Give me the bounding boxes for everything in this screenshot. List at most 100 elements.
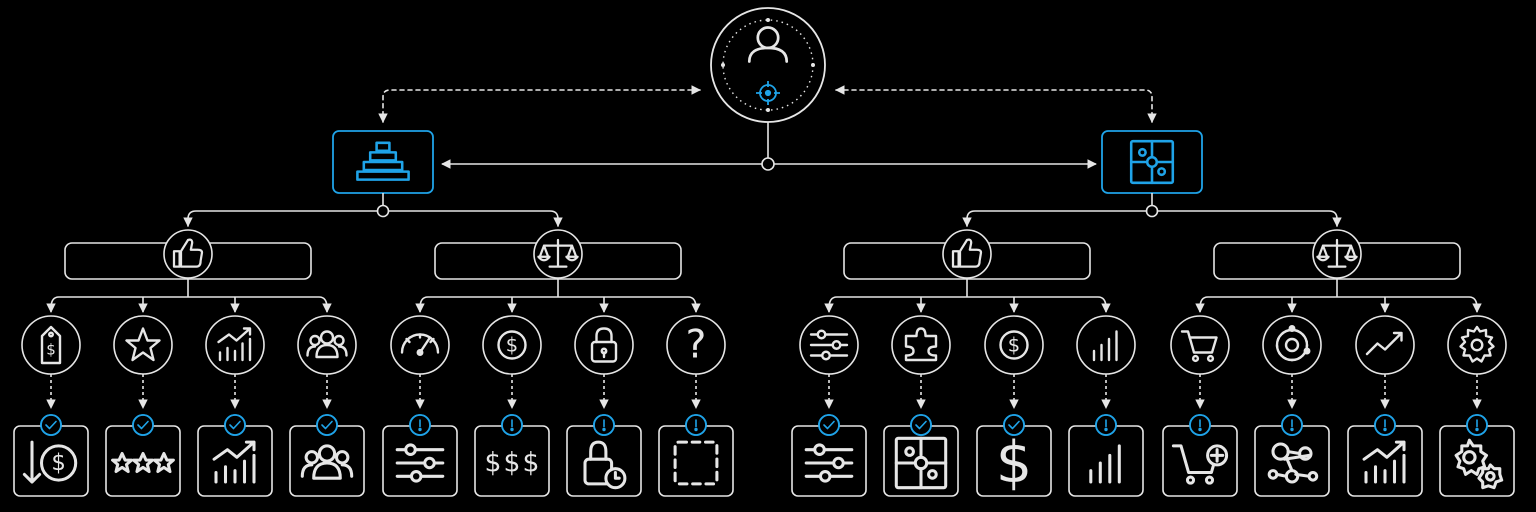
result-card[interactable] — [658, 425, 734, 497]
dollar-coin-icon: $ — [999, 330, 1029, 360]
people-group-icon — [300, 444, 354, 480]
padlock-clock-icon — [583, 440, 627, 490]
check-icon — [1008, 420, 1020, 430]
people-group-icon — [306, 330, 348, 359]
result-card[interactable] — [382, 425, 458, 497]
item-icon-circle[interactable] — [574, 315, 634, 375]
item-right-1-4 — [1076, 315, 1136, 375]
group-right-1 — [843, 229, 1091, 280]
item-right-2-3 — [1355, 315, 1415, 375]
svg-text:$: $ — [523, 448, 540, 479]
item-right-2-4 — [1447, 315, 1507, 375]
svg-text:$: $ — [46, 341, 56, 359]
status-badge-ring — [1003, 414, 1025, 436]
shopping-cart-icon — [1180, 330, 1218, 363]
growth-chart-icon — [212, 440, 256, 484]
bar-chart-icon — [1089, 444, 1121, 484]
root-node — [710, 7, 826, 123]
item-icon-circle[interactable] — [1355, 315, 1415, 375]
result-card[interactable] — [197, 425, 273, 497]
group-left-1 — [64, 229, 312, 280]
alert-icon — [1198, 419, 1202, 432]
alert-icon — [1475, 419, 1479, 432]
check-icon — [229, 420, 241, 430]
status-badge-ring — [818, 414, 840, 436]
balance-scale-icon — [1316, 238, 1358, 268]
growth-chart-icon — [217, 327, 252, 362]
svg-text:$: $ — [504, 448, 521, 479]
item-icon-circle[interactable] — [113, 315, 173, 375]
result-card[interactable] — [566, 425, 642, 497]
item-icon-circle[interactable] — [1447, 315, 1507, 375]
root-junction — [761, 157, 775, 171]
status-badge-ring — [132, 414, 154, 436]
question-mark-icon: ? — [686, 323, 707, 368]
alert-icon — [1383, 419, 1387, 432]
result-card[interactable] — [1254, 425, 1330, 497]
item-icon-circle[interactable] — [205, 315, 265, 375]
svg-text:$: $ — [996, 430, 1032, 496]
item-icon-circle[interactable] — [1076, 315, 1136, 375]
item-left-1-3 — [205, 315, 265, 375]
three-dollars-icon: $$$ — [485, 448, 540, 479]
price-tag-icon: $ — [40, 325, 62, 365]
orbit-dots-icon — [1275, 325, 1311, 362]
status-badge-ring — [910, 414, 932, 436]
dollar-coin-icon: $ — [497, 330, 527, 360]
thumbs-up-icon — [951, 238, 983, 268]
target-icon — [756, 81, 780, 105]
network-nodes-icon — [1267, 442, 1319, 484]
svg-text:$: $ — [485, 448, 502, 479]
item-icon-circle[interactable] — [390, 315, 450, 375]
sliders-icon — [804, 443, 854, 483]
gears-icon — [1454, 438, 1504, 490]
user-target-icon — [747, 26, 789, 63]
result-card[interactable] — [791, 425, 867, 497]
check-icon — [915, 420, 927, 430]
svg-text:$: $ — [506, 334, 518, 357]
dashed-square-icon — [673, 440, 719, 486]
result-card[interactable] — [1068, 425, 1144, 497]
sliders-icon — [395, 443, 445, 483]
item-icon-circle[interactable] — [1170, 315, 1230, 375]
check-icon — [321, 420, 333, 430]
cart-plus-icon — [1171, 444, 1229, 485]
three-stars-icon — [111, 451, 175, 474]
puzzle-grid-icon — [1129, 139, 1175, 185]
status-badge-ring — [224, 414, 246, 436]
alert-icon — [1290, 419, 1294, 432]
down-arrow-dollar-icon: $ — [22, 440, 78, 484]
item-icon-circle[interactable] — [891, 315, 951, 375]
check-icon — [823, 420, 835, 430]
result-card[interactable] — [1347, 425, 1423, 497]
group-icon-circle — [942, 229, 992, 279]
item-right-2-1 — [1170, 315, 1230, 375]
result-card[interactable] — [1439, 425, 1515, 497]
bar-chart-icon — [1092, 330, 1118, 362]
svg-text:$: $ — [51, 450, 66, 476]
alert-icon — [694, 419, 698, 432]
alert-icon — [602, 419, 606, 432]
sliders-icon — [809, 329, 849, 361]
star-icon — [125, 327, 161, 362]
check-icon — [45, 420, 57, 430]
item-left-2-1 — [390, 315, 450, 375]
group-icon-circle — [163, 229, 213, 279]
check-icon — [137, 420, 149, 430]
alert-icon — [1104, 419, 1108, 432]
dollar-sign-icon: $ — [996, 430, 1032, 496]
item-icon-circle[interactable] — [1262, 315, 1322, 375]
gear-icon — [1459, 325, 1495, 363]
balance-scale-icon — [537, 238, 579, 268]
status-badge-ring — [316, 414, 338, 436]
growth-chart-icon — [1362, 440, 1406, 484]
padlock-icon — [590, 327, 618, 363]
puzzle-piece-icon — [904, 327, 938, 362]
pyramid-blocks-icon — [356, 141, 410, 181]
svg-text:?: ? — [686, 323, 707, 368]
status-badge-ring — [40, 414, 62, 436]
thumbs-up-icon — [172, 238, 204, 268]
branch-junction — [1145, 204, 1159, 218]
alert-icon — [510, 419, 514, 432]
